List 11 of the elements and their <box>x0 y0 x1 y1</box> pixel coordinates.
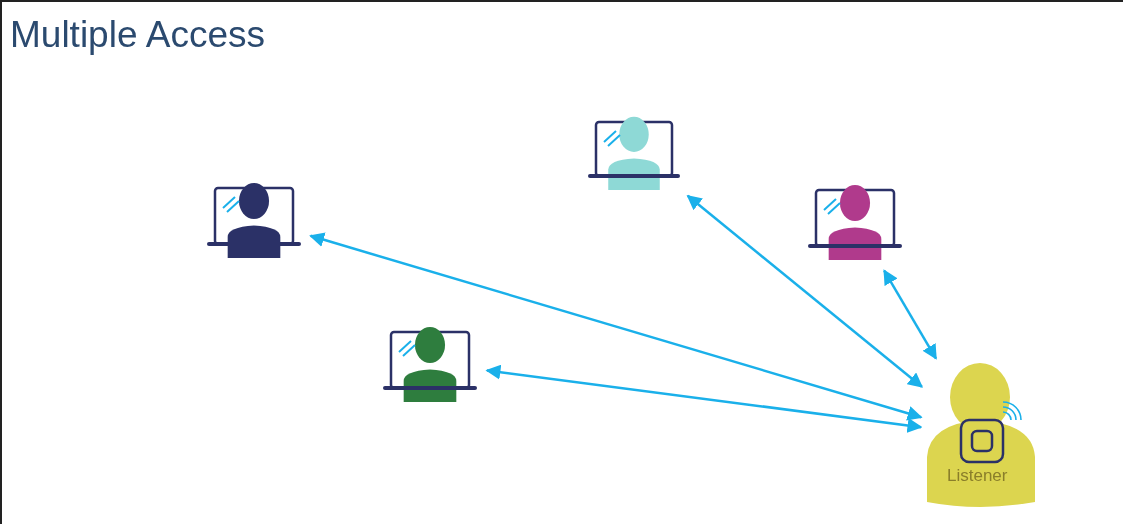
node-label: Listener <box>947 466 1008 486</box>
listener-figure-drawing <box>927 363 1035 507</box>
title: Multiple Access <box>10 14 265 56</box>
laptop-user-icon <box>808 184 902 260</box>
laptop-user-icon <box>383 326 477 402</box>
double-arrow <box>485 364 923 433</box>
laptop-user-icon <box>207 182 301 258</box>
double-arrow <box>309 232 923 421</box>
laptop-user-icon <box>588 116 680 190</box>
double-arrow <box>686 194 924 388</box>
double-arrow <box>883 269 938 360</box>
